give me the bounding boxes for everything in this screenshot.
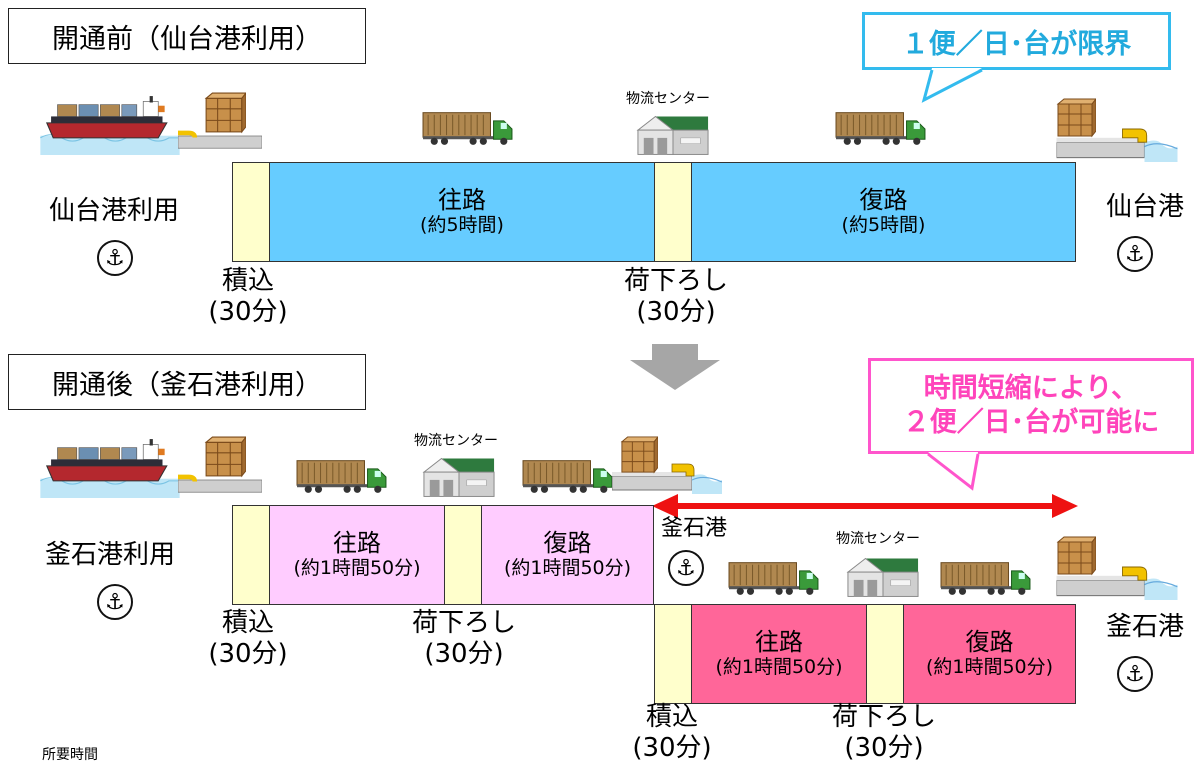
cargo-box-icon xyxy=(204,92,246,134)
segment-sub: (約1時間50分) xyxy=(503,557,632,580)
segment-main: 復路 xyxy=(543,528,592,557)
callout-line2: ２便／日･台が可能に xyxy=(902,407,1160,438)
segment-sub: (約5時間) xyxy=(841,214,926,237)
cargo-box-icon xyxy=(1056,98,1096,138)
trip1-unloading-bar xyxy=(444,505,482,605)
after-center-label-1: 物流センター xyxy=(414,433,498,449)
anchor-icon: ⚓ xyxy=(97,584,133,620)
segment-main: 往路 xyxy=(438,185,486,214)
cargo-box-icon xyxy=(204,436,246,478)
ship-icon xyxy=(40,95,180,155)
anchor-icon: ⚓ xyxy=(97,240,133,276)
before-loading-bar xyxy=(232,162,270,262)
segment-main: 往路 xyxy=(333,528,381,557)
segment-sub: (約1時間50分) xyxy=(925,656,1054,679)
truck-icon xyxy=(728,560,820,596)
port-icon xyxy=(178,130,262,149)
segment-sub: (約5時間) xyxy=(420,214,504,237)
unloading-main: 荷下ろし xyxy=(623,266,728,296)
trip2-unloading-label: 荷下ろし (30分) xyxy=(814,702,954,764)
after-origin-label: 釜石港利用 xyxy=(44,540,175,570)
trip2-loading-bar xyxy=(654,604,692,704)
footer-note: 所要時間 xyxy=(42,747,98,763)
segment-sub: (約1時間50分) xyxy=(293,557,421,580)
before-outbound-bar: 往路 (約5時間) xyxy=(269,162,655,262)
callout-line1: 時間短縮により、 xyxy=(923,373,1139,405)
before-callout: １便／日･台が限界 xyxy=(862,12,1171,70)
segment-main: 復路 xyxy=(859,185,908,214)
loading-sub: (30分) xyxy=(632,733,712,764)
before-callout-tail xyxy=(921,68,983,103)
before-loading-label: 積込 (30分) xyxy=(198,266,298,328)
before-return-bar: 復路 (約5時間) xyxy=(691,162,1076,262)
cargo-box-icon xyxy=(620,436,658,474)
segment-main: 復路 xyxy=(965,627,1014,656)
trip1-unloading-label: 荷下ろし (30分) xyxy=(394,608,534,670)
port-icon xyxy=(178,474,262,493)
loading-main: 積込 xyxy=(221,266,274,296)
before-unloading-bar xyxy=(654,162,692,262)
warehouse-icon xyxy=(422,454,496,498)
before-title: 開通前（仙台港利用） xyxy=(8,8,366,64)
ship-icon xyxy=(40,438,180,498)
anchor-icon: ⚓ xyxy=(1117,656,1153,692)
after-callout: 時間短縮により、 ２便／日･台が可能に xyxy=(868,358,1194,454)
after-title: 開通後（釜石港利用） xyxy=(8,354,366,410)
unloading-sub: (30分) xyxy=(844,733,924,764)
trip2-return-bar: 復路 (約1時間50分) xyxy=(903,604,1076,704)
truck-icon xyxy=(940,560,1032,596)
unloading-sub: (30分) xyxy=(424,639,504,670)
truck-icon xyxy=(835,110,927,146)
warehouse-icon xyxy=(846,554,920,598)
after-callout-tail xyxy=(927,452,980,491)
trip2-unloading-bar xyxy=(866,604,904,704)
before-dest-label: 仙台港 xyxy=(1105,192,1184,222)
unloading-main: 荷下ろし xyxy=(831,702,936,732)
trip2-outbound-bar: 往路 (約1時間50分) xyxy=(691,604,867,704)
segment-main: 往路 xyxy=(755,627,803,656)
loading-main: 積込 xyxy=(645,702,698,732)
before-origin-label: 仙台港利用 xyxy=(48,196,179,226)
after-center-label-2: 物流センター xyxy=(836,531,920,547)
trip1-return-bar: 復路 (約1時間50分) xyxy=(481,505,654,605)
before-unloading-label: 荷下ろし (30分) xyxy=(606,266,746,328)
after-mid-label: 釜石港 xyxy=(660,516,727,541)
trip2-loading-label: 積込 (30分) xyxy=(622,702,722,764)
cargo-box-icon xyxy=(1056,536,1096,576)
after-dest-label: 釜石港 xyxy=(1105,612,1184,642)
anchor-icon: ⚓ xyxy=(668,550,704,586)
down-arrow-icon xyxy=(630,344,720,390)
before-center-label: 物流センター xyxy=(626,91,710,107)
unloading-main: 荷下ろし xyxy=(411,608,516,638)
anchor-icon: ⚓ xyxy=(1117,236,1153,272)
truck-icon xyxy=(422,110,514,146)
trip1-loading-label: 積込 (30分) xyxy=(198,608,298,670)
trip1-outbound-bar: 往路 (約1時間50分) xyxy=(269,505,445,605)
segment-sub: (約1時間50分) xyxy=(715,656,843,679)
loading-sub: (30分) xyxy=(208,639,288,670)
time-saved-arrow xyxy=(652,494,1078,518)
truck-icon xyxy=(296,458,388,494)
loading-main: 積込 xyxy=(221,608,274,638)
truck-icon xyxy=(522,458,614,494)
loading-sub: (30分) xyxy=(208,297,288,328)
trip1-loading-bar xyxy=(232,505,270,605)
unloading-sub: (30分) xyxy=(636,297,716,328)
warehouse-icon xyxy=(636,112,710,156)
